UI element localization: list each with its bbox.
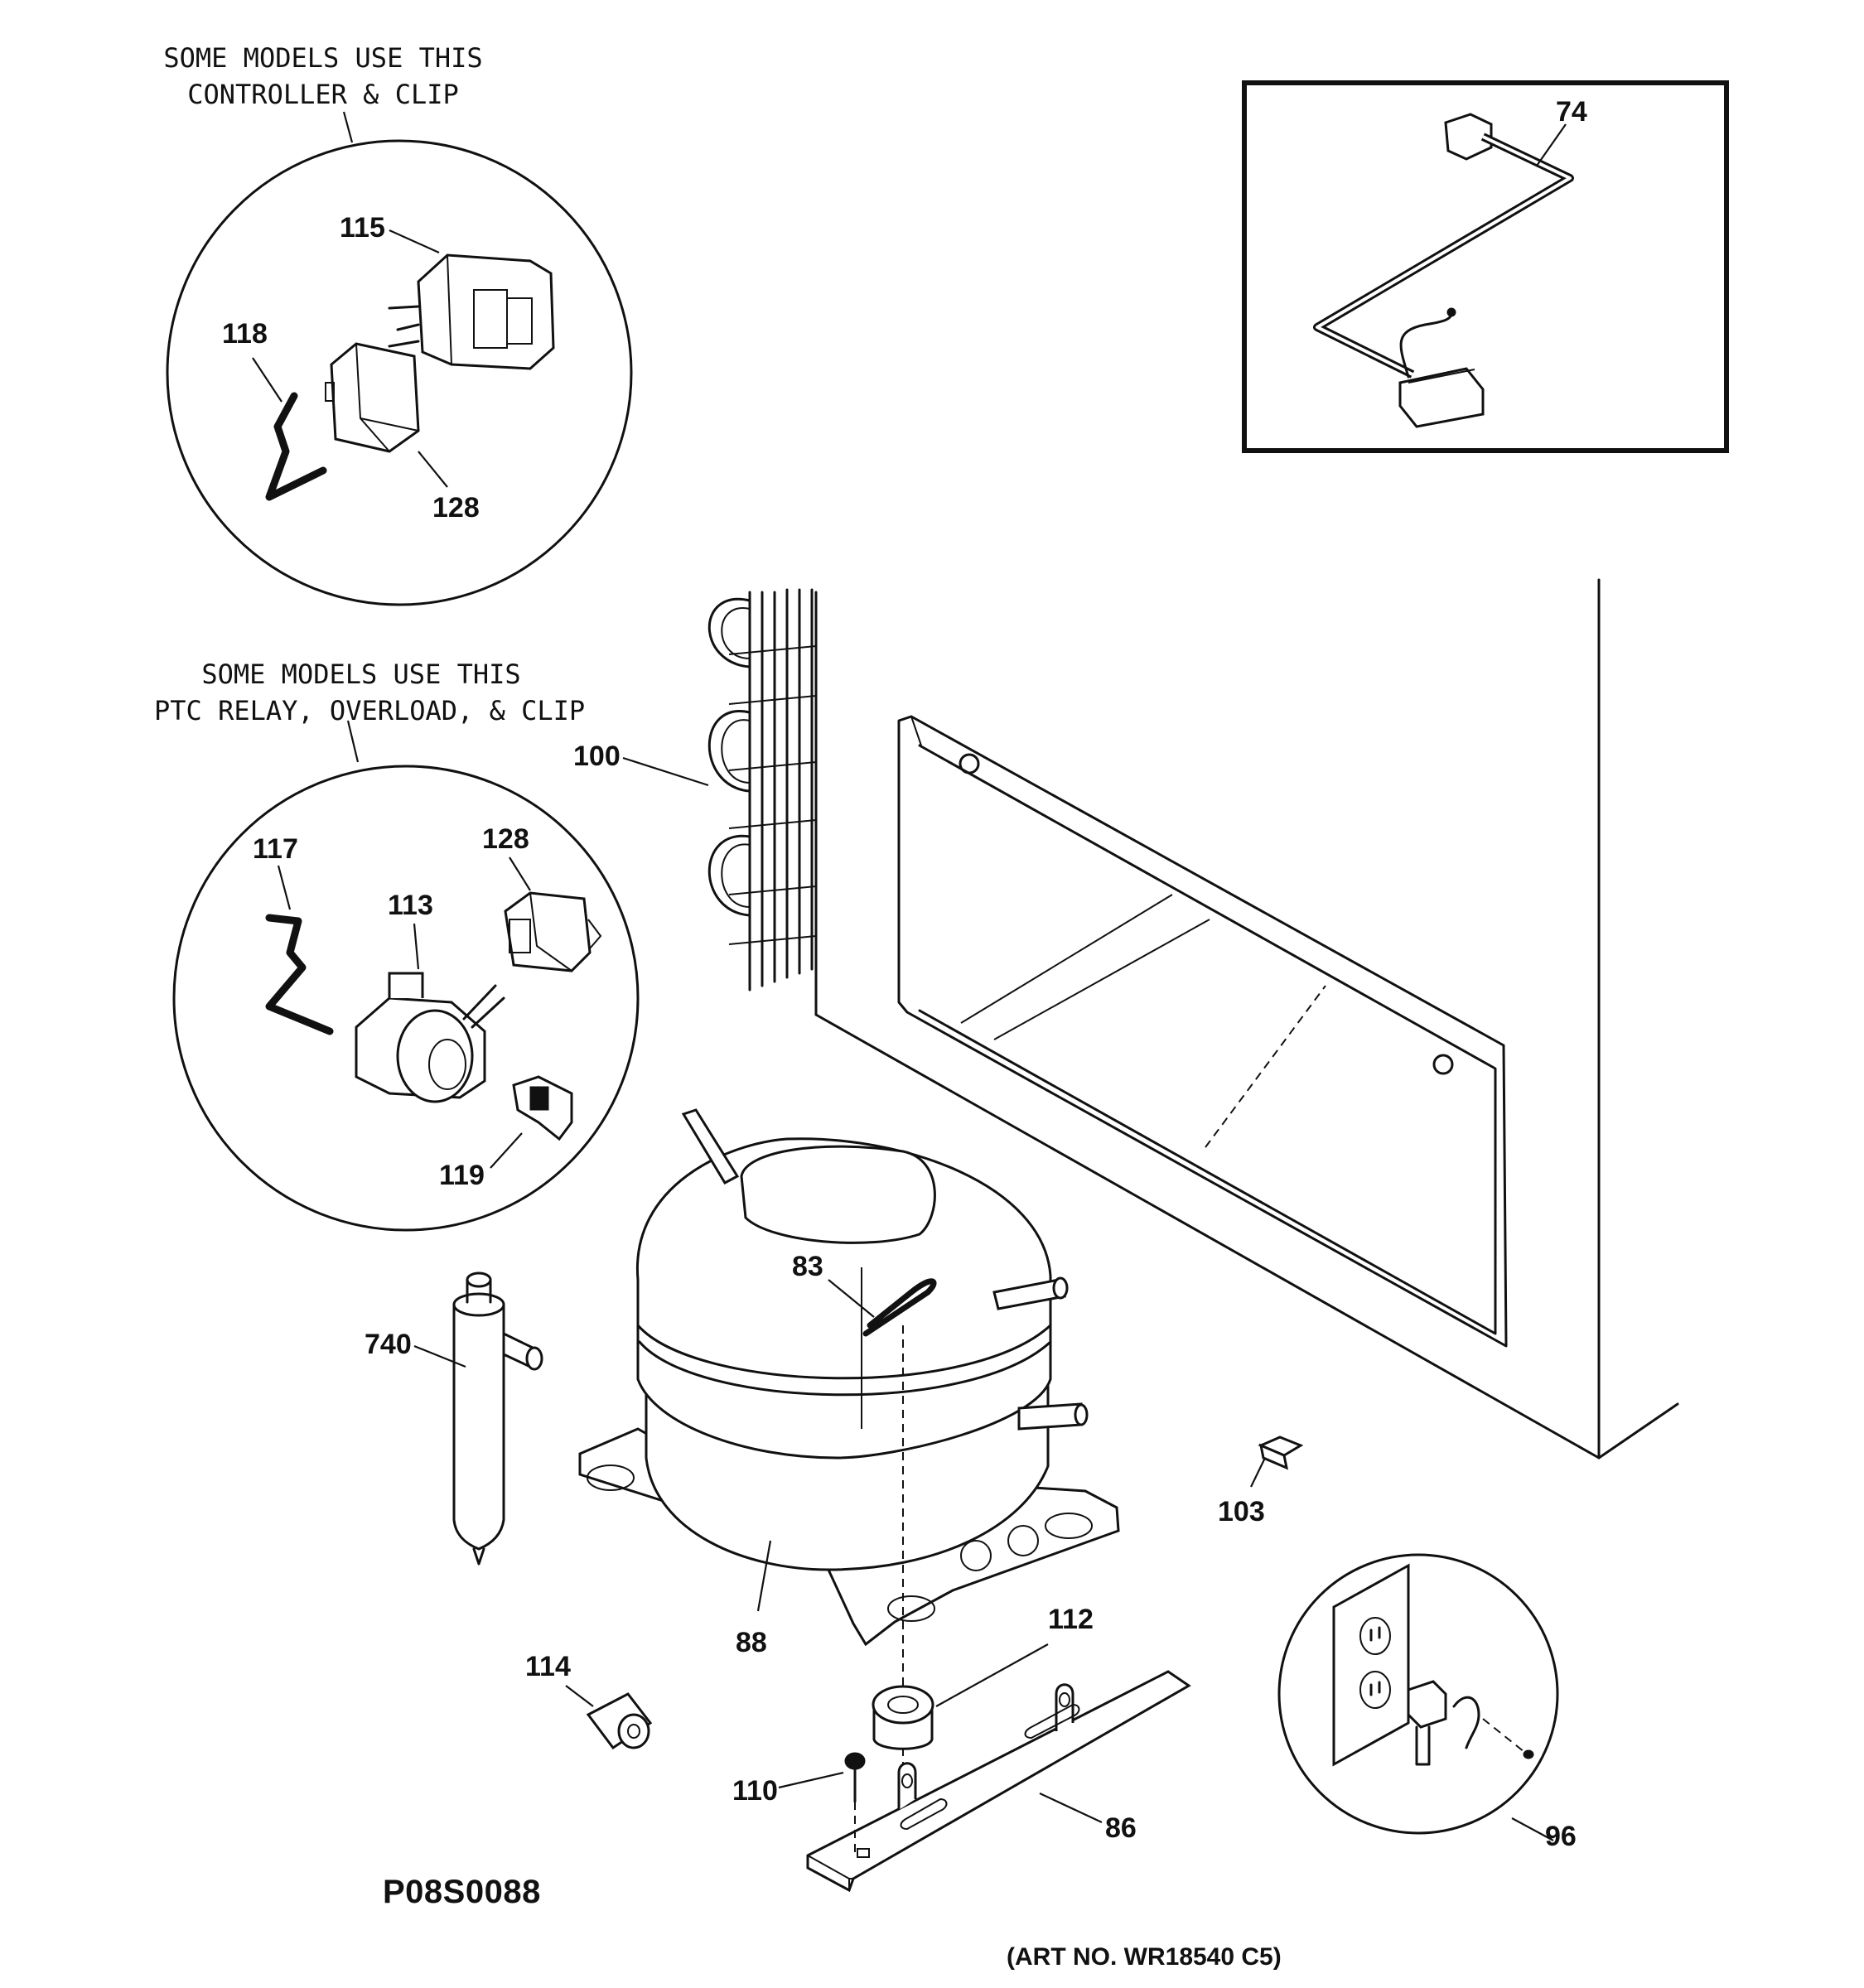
callout-74: 74	[1556, 96, 1587, 128]
callout-128-mid: 128	[482, 823, 529, 855]
ptc-relay-caption: SOME MODELS USE THIS PTC RELAY, OVERLOAD…	[154, 656, 586, 729]
callout-118: 118	[222, 318, 268, 350]
callout-115: 115	[340, 212, 385, 244]
ptc-relay-caption-line1: SOME MODELS USE THIS	[201, 659, 521, 690]
controller-part-115	[388, 253, 555, 370]
callout-740: 740	[365, 1329, 412, 1360]
wire-clip-part-117	[265, 914, 334, 1035]
overload-part-128	[504, 891, 602, 972]
callout-112: 112	[1048, 1604, 1094, 1635]
ptc-relay-caption-line2: PTC RELAY, OVERLOAD, & CLIP	[154, 695, 586, 726]
grommet-part-112	[872, 1643, 1049, 1750]
power-cord-detail-box	[1242, 80, 1729, 453]
mounting-rail-part-86	[806, 1670, 1191, 1893]
callout-96: 96	[1545, 1821, 1577, 1852]
grommet-part-114	[565, 1685, 653, 1750]
callout-88: 88	[736, 1627, 767, 1658]
wire-clip-part-118	[265, 392, 327, 501]
outlet-detail-circle	[1277, 1553, 1559, 1841]
drawing-code: P08S0088	[383, 1874, 541, 1910]
controller-caption-line1: SOME MODELS USE THIS	[163, 42, 483, 74]
art-number: (ART NO. WR18540 C5)	[1007, 1943, 1282, 1971]
controller-caption-line2: CONTROLLER & CLIP	[187, 79, 459, 110]
compressor-part-88	[578, 1108, 1120, 1822]
ptc-relay-part-113	[355, 972, 505, 1103]
wire-part-83	[862, 1278, 937, 1337]
callout-110: 110	[732, 1775, 778, 1807]
ptc-relay-detail-circle	[172, 720, 640, 1232]
callout-83: 83	[792, 1251, 823, 1282]
cabinet-outline	[814, 578, 1679, 1460]
callout-100: 100	[573, 741, 621, 772]
drier-part-740	[413, 1271, 543, 1566]
clip-part-128-top	[325, 342, 420, 453]
controller-caption: SOME MODELS USE THIS CONTROLLER & CLIP	[157, 40, 489, 113]
callout-86: 86	[1105, 1812, 1137, 1844]
clip-part-103	[1250, 1436, 1304, 1488]
screw-part-110	[778, 1752, 866, 1855]
callout-117: 117	[253, 833, 298, 865]
callout-114: 114	[525, 1651, 571, 1682]
callout-128-top: 128	[432, 492, 480, 524]
condenser-coil-part-100	[622, 588, 817, 992]
clip-part-119	[512, 1075, 573, 1141]
callout-113: 113	[388, 890, 433, 921]
controller-detail-circle	[166, 111, 633, 606]
callout-119: 119	[439, 1160, 485, 1191]
callout-103: 103	[1218, 1496, 1265, 1527]
